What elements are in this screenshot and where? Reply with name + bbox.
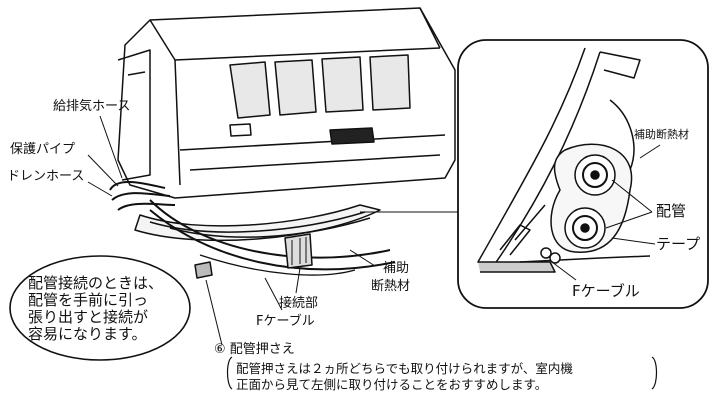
tip-line: 配管を手前に引っ: [28, 291, 149, 309]
note-line-2: 正面から見て左側に取り付けることをおすすめします。: [236, 377, 548, 392]
inset-label-pipe: 配管: [656, 202, 687, 220]
label-protect-pipe: 保護パイプ: [10, 142, 76, 157]
note-line-1: 配管押さえは２ヵ所どちらでも取り付けられますが、室内機: [236, 361, 573, 376]
inset-label-f-cable: Fケーブル: [572, 282, 640, 300]
label-air-hose: 給排気ホース: [53, 99, 131, 114]
tip-bubble-text: 配管接続のときは、 配管を手前に引っ 張り出すと接続が 容易になります。: [28, 275, 188, 343]
tip-bubble: [9, 255, 191, 361]
inset-label-tape: テープ: [656, 235, 701, 253]
label-assist-insulation-1: 補助: [383, 261, 410, 276]
note-title: ⑥ 配管押さえ: [214, 342, 295, 357]
label-drain-hose: ドレンホース: [7, 169, 85, 184]
tip-line: 配管接続のときは、: [28, 274, 164, 292]
indoor-unit-outline: [117, 7, 456, 199]
inset-label-assist-insulation: 補助断熱材: [634, 128, 689, 141]
tip-line: 張り出すと接続が: [28, 308, 149, 326]
pipe-cross-section-inset: [457, 39, 709, 309]
label-joint: 接続部: [279, 296, 319, 311]
label-assist-insulation-2: 断熱材: [371, 279, 411, 294]
tip-line: 容易になります。: [28, 325, 147, 343]
label-f-cable: Fケーブル: [256, 314, 315, 329]
